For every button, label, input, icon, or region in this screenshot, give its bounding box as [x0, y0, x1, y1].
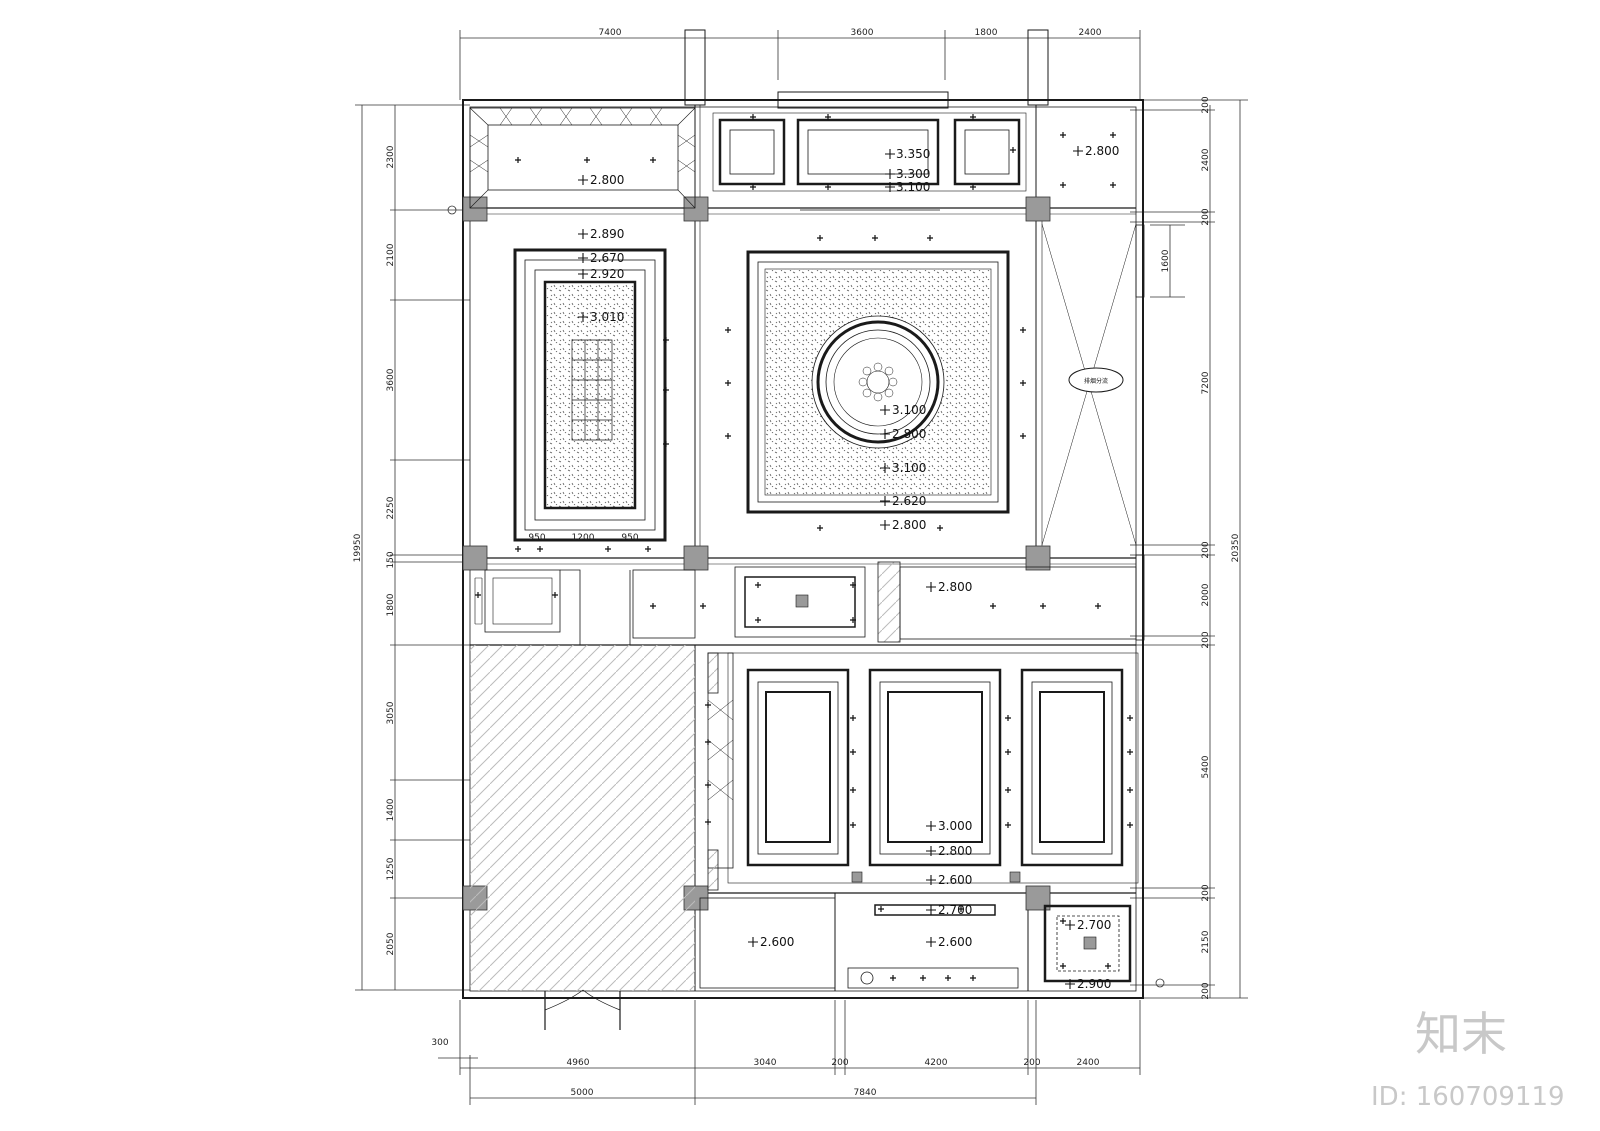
dim-top-1: 3600 — [851, 28, 874, 38]
dim-bottom-3: 4200 — [925, 1058, 948, 1068]
dim-bottom-2: 200 — [831, 1058, 848, 1068]
dim-top-2: 1800 — [975, 28, 998, 38]
dim-bottom2-0: 5000 — [571, 1088, 594, 1098]
dim-left-7: 1400 — [386, 798, 396, 821]
dim-right-5: 200 — [1201, 541, 1211, 558]
dimension-labels: 7400 3600 1800 2400 4960 3040 200 4200 2… — [353, 28, 1241, 1098]
dim-bottom2-1: 7840 — [854, 1088, 877, 1098]
elev-label-17: 2.800 — [938, 844, 972, 858]
dim-right-2: 200 — [1201, 208, 1211, 225]
dim-left-3: 2250 — [386, 496, 396, 519]
elev-label-3: 3.300 — [896, 167, 930, 181]
grid-markers — [447, 205, 1165, 988]
elev-label-12: 3.100 — [892, 461, 926, 475]
dim-right-total: 20350 — [1231, 533, 1241, 562]
elev-label-14: 2.800 — [892, 518, 926, 532]
dim-left-5: 1800 — [386, 593, 396, 616]
dim-right-1: 2400 — [1201, 148, 1211, 171]
elev-label-21: 2.600 — [938, 935, 972, 949]
elev-label-5: 2.800 — [1085, 144, 1119, 158]
elev-label-20: 2.600 — [760, 935, 794, 949]
elev-label-4: 3.100 — [896, 180, 930, 194]
dim-right-9: 200 — [1201, 884, 1211, 901]
dim-left-6: 3050 — [386, 701, 396, 724]
dim-inner-0: 950 — [528, 533, 545, 543]
dim-bottom-left: 300 — [431, 1038, 448, 1048]
elev-label-13: 2.620 — [892, 494, 926, 508]
dim-inner-2: 950 — [621, 533, 638, 543]
elev-label-6: 2.890 — [590, 227, 624, 241]
downlight-markers — [475, 114, 1133, 981]
dim-right-10: 2150 — [1201, 930, 1211, 953]
dim-left-8: 1250 — [386, 857, 396, 880]
dim-left-total: 19950 — [353, 533, 363, 562]
dimension-lines — [355, 30, 1248, 1105]
elev-label-19: 2.700 — [938, 903, 972, 917]
dim-right-0: 200 — [1201, 96, 1211, 113]
elev-label-7: 2.670 — [590, 251, 624, 265]
dim-right-7: 200 — [1201, 631, 1211, 648]
dim-top-3: 2400 — [1079, 28, 1102, 38]
elev-label-23: 2.900 — [1077, 977, 1111, 991]
dim-right-8: 5400 — [1201, 755, 1211, 778]
elev-label-10: 3.100 — [892, 403, 926, 417]
dim-right-3: 1600 — [1161, 249, 1171, 272]
dim-right-4: 7200 — [1201, 371, 1211, 394]
dim-left-4: 150 — [386, 551, 396, 568]
watermark-logo: 知末 — [1415, 1007, 1507, 1061]
elev-label-15: 2.800 — [938, 580, 972, 594]
dim-bottom-0: 4960 — [567, 1058, 590, 1068]
dim-right-6: 2000 — [1201, 583, 1211, 606]
dim-bottom-1: 3040 — [754, 1058, 777, 1068]
dim-right-11: 200 — [1201, 982, 1211, 999]
dim-bottom-4: 200 — [1023, 1058, 1040, 1068]
elev-label-16: 3.000 — [938, 819, 972, 833]
elev-label-11: 2.800 — [892, 427, 926, 441]
ceiling-features — [469, 107, 1145, 991]
watermark-id: ID: 160709119 — [1371, 1082, 1565, 1112]
elev-label-8: 2.920 — [590, 267, 624, 281]
dim-bottom-5: 2400 — [1077, 1058, 1100, 1068]
dim-left-1: 2100 — [386, 243, 396, 266]
dim-top-0: 7400 — [599, 28, 622, 38]
dim-inner-1: 1200 — [572, 533, 595, 543]
elev-label-18: 2.600 — [938, 873, 972, 887]
elevation-labels: 2.800 3.350 3.300 3.100 2.800 2.890 2.67… — [578, 144, 1119, 991]
oval-fixture-label: 排烟分流 — [1084, 377, 1108, 385]
dim-left-0: 2300 — [386, 145, 396, 168]
dim-left-9: 2050 — [386, 932, 396, 955]
elev-label-1: 2.800 — [590, 173, 624, 187]
elev-label-22: 2.700 — [1077, 918, 1111, 932]
elev-label-9: 3.010 — [590, 310, 624, 324]
elev-label-2: 3.350 — [896, 147, 930, 161]
dim-left-2: 3600 — [386, 368, 396, 391]
